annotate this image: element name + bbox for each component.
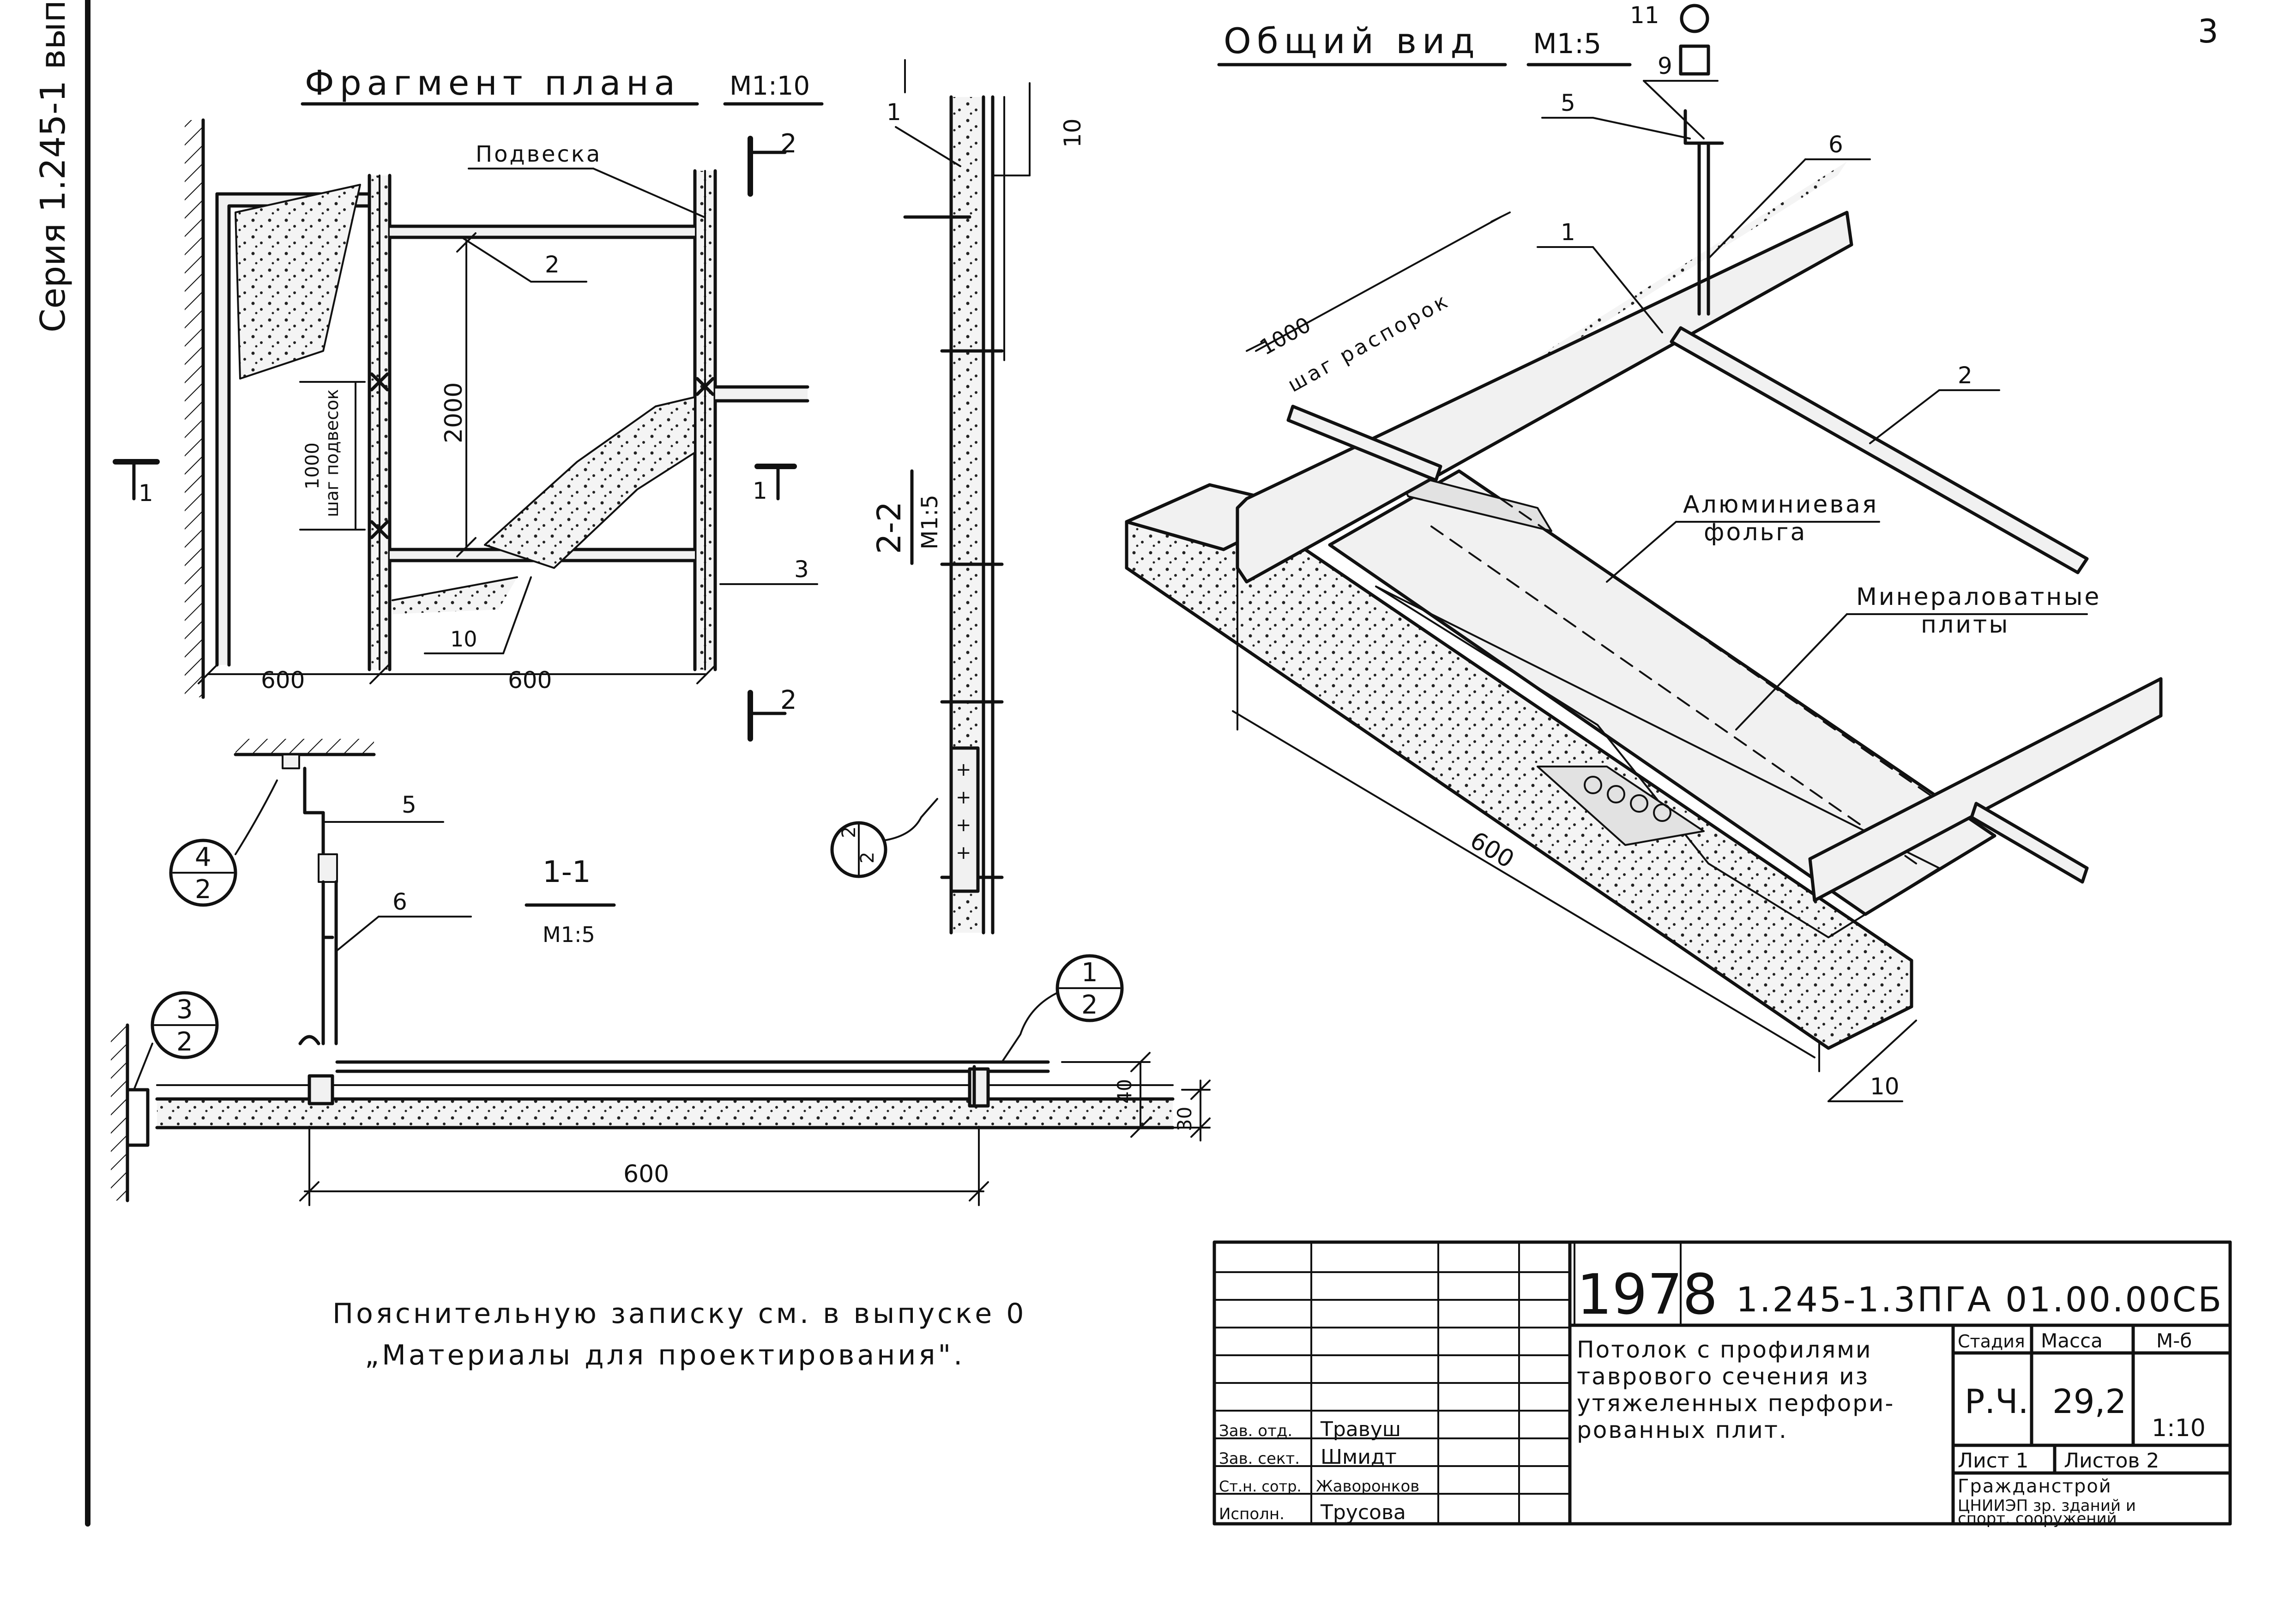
tb-org-2: ЦНИИЭП зр. зданий и <box>1958 1497 2136 1515</box>
svg-text:+: + <box>956 787 971 808</box>
general-pos-5: 5 <box>1561 90 1575 116</box>
general-spacing-caption: шаг распорок <box>1284 289 1454 397</box>
section11-title: 1-1 <box>543 855 591 889</box>
section11-callout-c-den: 2 <box>1081 990 1098 1020</box>
tb-org-1: Гражданстрой <box>1958 1476 2112 1497</box>
note-line-2: „Материалы для проектирования". <box>365 1339 965 1371</box>
section11-callout-a-num: 4 <box>195 842 211 872</box>
general-pos-6: 6 <box>1828 131 1843 158</box>
tb-year: 1978 <box>1577 1263 1718 1327</box>
tb-desc-2: таврового сечения из <box>1577 1363 1869 1390</box>
tb-name-4: Трусова <box>1320 1501 1406 1524</box>
plan-pos-2: 2 <box>545 251 560 278</box>
plan-section-1-left: 1 <box>139 480 153 507</box>
general-label-foil-2: фольга <box>1704 519 1807 546</box>
tb-code: 1.245-1.3ПГА 01.00.00СБ <box>1736 1280 2223 1320</box>
tb-desc-1: Потолок с профилями <box>1577 1336 1872 1363</box>
tb-stage-header: Стадия <box>1958 1331 2025 1352</box>
sheet-number: 3 <box>2198 12 2219 50</box>
plan-pos-3: 3 <box>794 556 809 583</box>
plan-section-1-right: 1 <box>753 477 767 504</box>
section22-pos-1: 1 <box>887 99 901 126</box>
section22-callout-den: 2 <box>857 852 878 863</box>
tb-desc-3: утяжеленных перфори- <box>1577 1390 1894 1417</box>
tb-sheet: Лист 1 <box>1958 1449 2028 1473</box>
explanatory-note: Пояснительную записку см. в выпуске 0 „М… <box>332 1298 1026 1371</box>
section-2-2: + + + + 1 10 2-2 М1:5 2 2 <box>830 59 1086 935</box>
plan-scale: М1:10 <box>730 71 810 101</box>
general-dim-600: 600 <box>1465 827 1519 874</box>
plan-section-2-top: 2 <box>780 129 797 159</box>
section22-pos-10: 10 <box>1059 118 1086 148</box>
section11-callout-b-num: 3 <box>176 995 193 1025</box>
tb-name-2: Шмидт <box>1321 1445 1397 1469</box>
general-title: Общий вид <box>1224 20 1480 61</box>
svg-text:+: + <box>956 815 971 836</box>
tb-mass-header: Масса <box>2041 1329 2103 1352</box>
tb-scale-header: М-б <box>2156 1329 2192 1352</box>
tb-scale-value: 1:10 <box>2152 1414 2206 1442</box>
general-pos-11: 11 <box>1630 2 1659 29</box>
plan-title: Фрагмент плана <box>305 63 681 103</box>
tb-sheets: Листов 2 <box>2064 1449 2159 1473</box>
section11-callout-c-num: 1 <box>1081 958 1098 988</box>
plan-pitch-1000: 1000 <box>302 442 323 489</box>
section11-pos-6: 6 <box>392 888 407 915</box>
tb-role-3: Ст.н. сотр. <box>1219 1478 1302 1495</box>
tb-name-3: Жаворонков <box>1316 1477 1419 1496</box>
tb-role-1: Зав. отд. <box>1219 1422 1292 1440</box>
series-vertical-text: Серия 1.245-1 выпуск <box>33 0 73 332</box>
tb-role-2: Зав. сект. <box>1219 1449 1300 1468</box>
section11-callout-a-den: 2 <box>195 875 211 905</box>
plan-dim-600-right: 600 <box>508 667 552 694</box>
tb-role-4: Исполн. <box>1219 1505 1285 1523</box>
section11-dim-30: 30 <box>1173 1107 1196 1131</box>
plan-label-hanger: Подвеска <box>476 141 602 167</box>
section22-callout-num: 2 <box>838 827 860 838</box>
plan-dim-2000: 2000 <box>440 382 468 443</box>
tb-org-3: спорт. сооружений <box>1958 1509 2117 1528</box>
plan-dim-600-left: 600 <box>261 667 305 694</box>
section11-dim-40: 40 <box>1113 1079 1136 1104</box>
general-label-foil-1: Алюминиевая <box>1683 491 1878 519</box>
section11-callout-b-den: 2 <box>176 1027 193 1057</box>
section22-title: 2-2 <box>870 501 908 554</box>
tb-stage-value: Р.Ч. <box>1965 1382 2029 1421</box>
plan-pos-10: 10 <box>450 627 477 652</box>
general-spacing-1000: 1000 <box>1255 312 1315 360</box>
general-pos-1: 1 <box>1561 219 1575 246</box>
plan-wall-hatch <box>185 120 203 697</box>
tb-mass-value: 29,2 <box>2052 1382 2126 1421</box>
section11-scale: М1:5 <box>543 922 595 947</box>
section22-scale: М1:5 <box>917 495 943 549</box>
section-1-1: 4 2 3 2 1 2 5 6 1-1 М1:5 600 40 <box>111 739 1211 1206</box>
general-label-wool-1: Минераловатные <box>1856 583 2101 611</box>
note-line-1: Пояснительную записку см. в выпуске 0 <box>332 1298 1026 1330</box>
svg-text:+: + <box>956 759 971 780</box>
general-view: Общий вид М1:5 <box>1125 2 2163 1102</box>
tb-desc-4: рованных плит. <box>1577 1417 1788 1443</box>
plan-section-2-bottom: 2 <box>780 685 797 715</box>
section11-pos-5: 5 <box>402 791 416 818</box>
general-pos-9: 9 <box>1658 53 1672 79</box>
general-label-wool-2: плиты <box>1921 611 2009 639</box>
title-block: Зав. отд. Травуш Зав. сект. Шмидт Ст.н. … <box>1212 1240 2232 1528</box>
plan-fragment: Фрагмент плана М1:10 <box>113 63 824 742</box>
general-pos-10: 10 <box>1870 1073 1900 1100</box>
plan-pitch-caption: шаг подвесок <box>322 389 342 517</box>
section11-dim-600: 600 <box>623 1160 669 1188</box>
tb-name-1: Травуш <box>1320 1418 1401 1441</box>
general-pos-2: 2 <box>1958 362 1972 389</box>
svg-text:+: + <box>956 842 971 863</box>
general-scale: М1:5 <box>1533 28 1601 60</box>
